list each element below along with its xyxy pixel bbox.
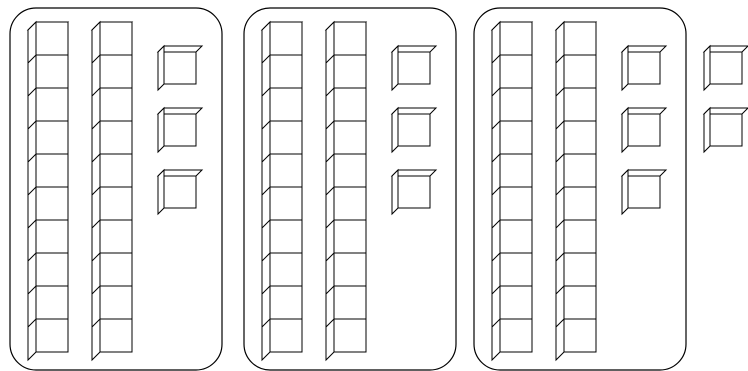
cube-top-face <box>622 108 666 114</box>
cube-front-face <box>164 52 196 84</box>
cube-side-face <box>392 46 398 90</box>
unit-cube <box>392 170 436 214</box>
unit-cube <box>622 108 666 152</box>
cube-side-face <box>158 170 164 214</box>
cube-top-face <box>622 46 666 52</box>
cube-front-face <box>628 176 660 208</box>
cube-top-face <box>392 46 436 52</box>
cube-side-face <box>704 46 710 90</box>
cube-top-face <box>158 46 202 52</box>
cube-front-face <box>710 114 742 146</box>
cube-side-face <box>622 170 628 214</box>
cube-top-face <box>704 46 748 52</box>
cube-top-face <box>392 108 436 114</box>
tens-rod <box>492 22 532 360</box>
cube-front-face <box>398 114 430 146</box>
unit-cube <box>622 170 666 214</box>
cube-front-face <box>628 52 660 84</box>
cube-top-face <box>392 170 436 176</box>
tens-rod <box>326 22 366 360</box>
cube-front-face <box>398 52 430 84</box>
cube-top-face <box>158 108 202 114</box>
cube-top-face <box>622 170 666 176</box>
tens-rod <box>28 22 68 360</box>
tens-rod <box>262 22 302 360</box>
cube-side-face <box>158 108 164 152</box>
cube-front-face <box>398 176 430 208</box>
cube-side-face <box>392 170 398 214</box>
unit-cube <box>392 108 436 152</box>
cube-side-face <box>704 108 710 152</box>
unit-cube <box>158 46 202 90</box>
unit-cube <box>704 108 748 152</box>
cube-top-face <box>704 108 748 114</box>
cube-top-face <box>158 170 202 176</box>
cube-front-face <box>164 114 196 146</box>
cube-side-face <box>622 108 628 152</box>
tens-rod <box>92 22 132 360</box>
unit-cube <box>392 46 436 90</box>
cube-side-face <box>622 46 628 90</box>
cube-front-face <box>164 176 196 208</box>
unit-cube <box>158 108 202 152</box>
cube-side-face <box>158 46 164 90</box>
cube-front-face <box>710 52 742 84</box>
unit-cube <box>158 170 202 214</box>
tens-rod <box>556 22 596 360</box>
cube-front-face <box>628 114 660 146</box>
cube-side-face <box>392 108 398 152</box>
unit-cube <box>704 46 748 90</box>
unit-cube <box>622 46 666 90</box>
